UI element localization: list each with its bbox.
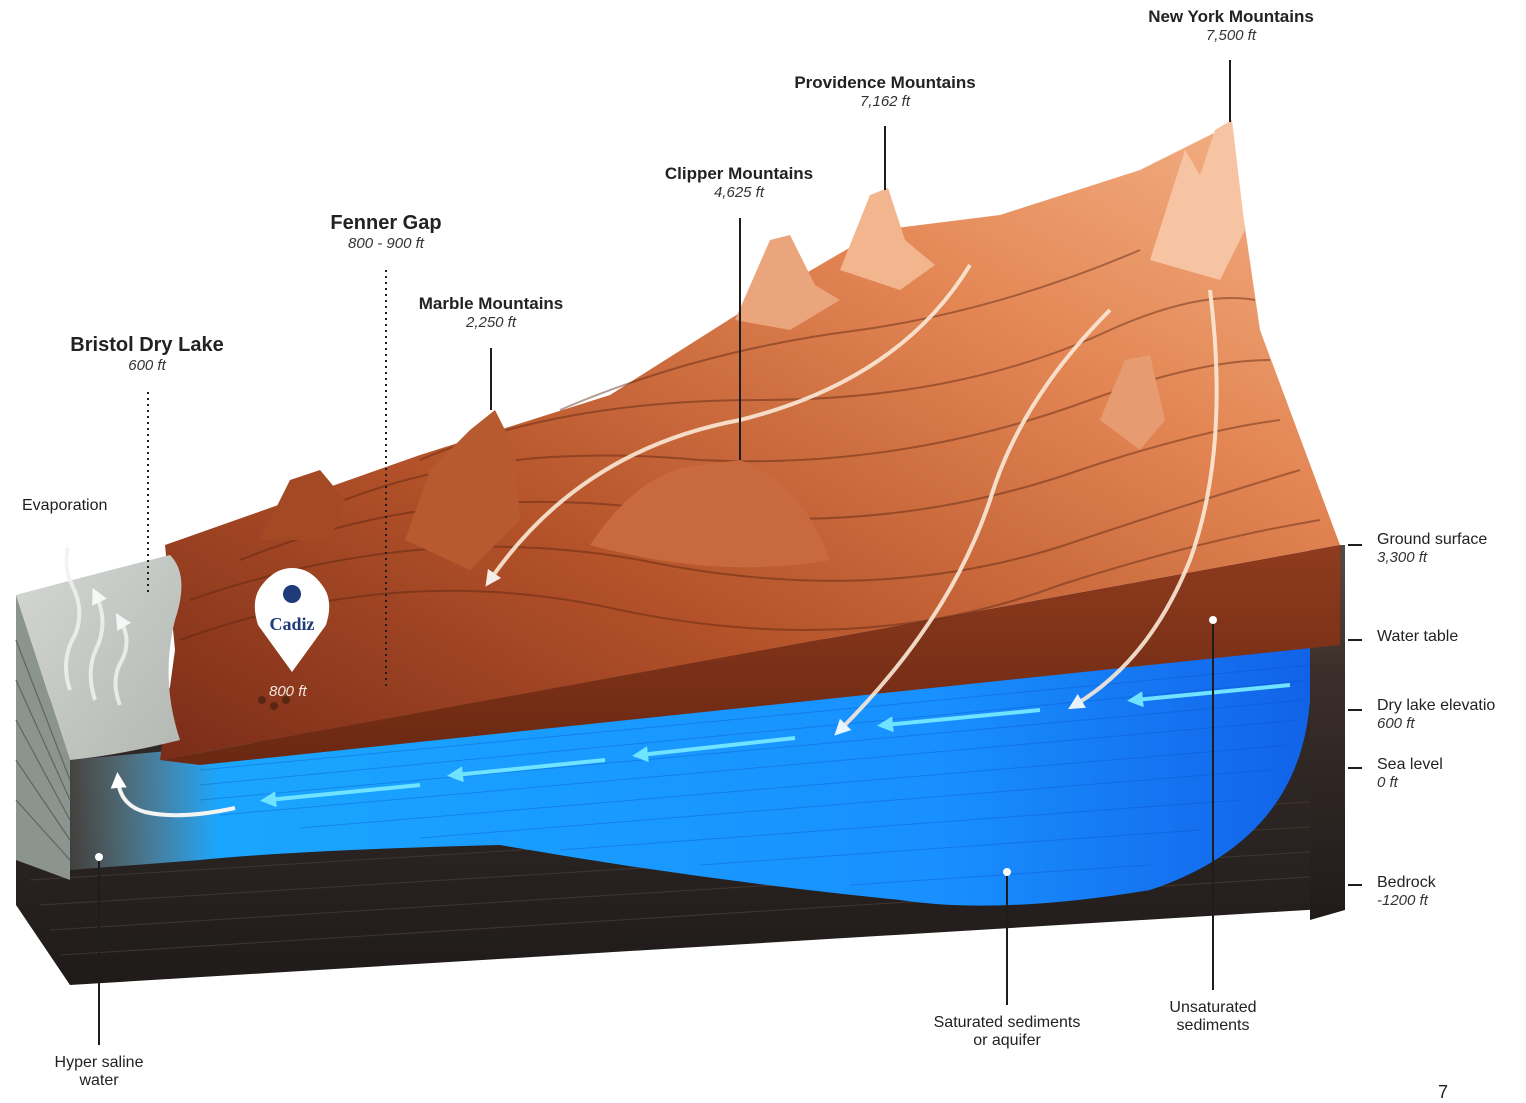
hyper-saline-water-label: Hyper saline water xyxy=(55,1054,144,1090)
peak-name: Marble Mountains xyxy=(419,294,564,314)
cadiz-elevation-label: 800 ft xyxy=(269,683,307,700)
level-ticks xyxy=(1348,545,1362,885)
level-name: Bedrock xyxy=(1377,874,1436,892)
level-name: Dry lake elevatio xyxy=(1377,697,1495,715)
label-line: Unsaturated xyxy=(1169,999,1256,1017)
peak-elevation: 4,625 ft xyxy=(665,184,813,201)
peak-label-fenner-gap: Fenner Gap 800 - 900 ft xyxy=(330,212,441,252)
level-water-table: Water table xyxy=(1377,628,1458,646)
label-line: or aquifer xyxy=(934,1032,1081,1050)
level-name: Ground surface xyxy=(1377,531,1487,549)
level-sea-level: Sea level 0 ft xyxy=(1377,756,1443,791)
peak-label-clipper: Clipper Mountains 4,625 ft xyxy=(665,164,813,201)
page-number: 7 xyxy=(1438,1082,1448,1103)
peak-label-bristol-dry-lake: Bristol Dry Lake 600 ft xyxy=(70,334,223,374)
peak-elevation: 600 ft xyxy=(70,357,223,374)
peak-name: New York Mountains xyxy=(1148,7,1314,27)
unsaturated-sediments-label: Unsaturated sediments xyxy=(1169,999,1256,1035)
level-dry-lake-elevation: Dry lake elevatio 600 ft xyxy=(1377,697,1495,732)
label-line: Saturated sediments xyxy=(934,1014,1081,1032)
level-elevation: -1200 ft xyxy=(1377,892,1436,909)
label-line: sediments xyxy=(1169,1017,1256,1035)
peak-label-providence: Providence Mountains 7,162 ft xyxy=(794,73,975,110)
level-name: Water table xyxy=(1377,628,1458,646)
peak-name: Providence Mountains xyxy=(794,73,975,93)
peak-elevation: 800 - 900 ft xyxy=(330,235,441,252)
peak-name: Bristol Dry Lake xyxy=(70,334,223,357)
level-bedrock: Bedrock -1200 ft xyxy=(1377,874,1436,909)
saturated-sediments-label: Saturated sediments or aquifer xyxy=(934,1014,1081,1050)
peak-elevation: 7,162 ft xyxy=(794,93,975,110)
peak-label-new-york: New York Mountains 7,500 ft xyxy=(1148,7,1314,44)
peak-elevation: 2,250 ft xyxy=(419,314,564,331)
evaporation-label: Evaporation xyxy=(22,497,107,515)
water-drop-icon xyxy=(283,585,301,603)
level-elevation: 600 ft xyxy=(1377,715,1495,732)
peak-label-marble: Marble Mountains 2,250 ft xyxy=(419,294,564,331)
peak-name: Fenner Gap xyxy=(330,212,441,235)
peak-elevation: 7,500 ft xyxy=(1148,27,1314,44)
label-line: water xyxy=(55,1072,144,1090)
level-name: Sea level xyxy=(1377,756,1443,774)
label-line: Hyper saline xyxy=(55,1054,144,1072)
cadiz-brand-label: Cadiz xyxy=(270,614,315,635)
level-ground-surface: Ground surface 3,300 ft xyxy=(1377,531,1487,566)
level-elevation: 3,300 ft xyxy=(1377,549,1487,566)
peak-name: Clipper Mountains xyxy=(665,164,813,184)
level-elevation: 0 ft xyxy=(1377,774,1443,791)
